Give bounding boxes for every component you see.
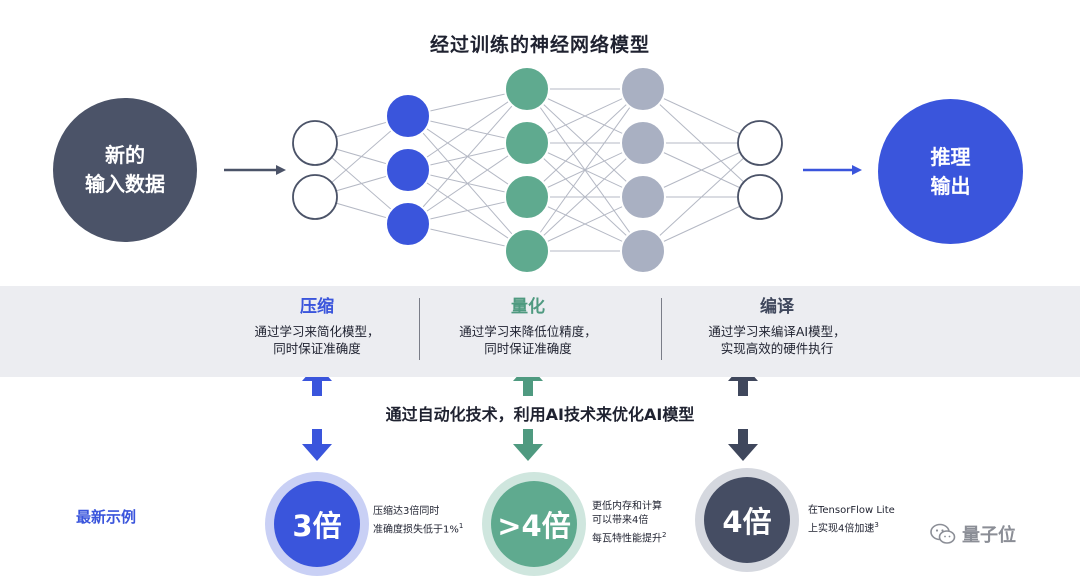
result-compile-value: 4倍 — [704, 477, 790, 563]
output-arrow — [803, 165, 862, 175]
result-compile-ring: 4倍 — [695, 468, 799, 572]
network-node-layer-3 — [504, 66, 550, 112]
result-compress-desc-line1: 压缩达3倍同时 — [373, 506, 440, 517]
network-node-layer-1 — [292, 174, 338, 220]
network-edge — [526, 88, 644, 252]
diagram-title: 经过训练的神经网络模型 — [429, 34, 650, 56]
stage-quantize-title: 量化 — [511, 297, 545, 317]
stage-divider-2 — [661, 298, 662, 360]
result-quantize-desc-line1: 更低内存和计算 — [592, 501, 662, 512]
stage-up-arrows — [302, 364, 758, 396]
result-compile-desc: 在TensorFlow Lite 上实现4倍加速3 — [808, 504, 895, 536]
network-node-layer-5 — [737, 120, 783, 166]
inference-output-circle: 推理 输出 — [878, 99, 1023, 244]
input-label-line2: 输入数据 — [85, 172, 165, 196]
input-arrow — [224, 165, 286, 175]
network-edge — [407, 88, 528, 171]
output-label-line1: 推理 — [930, 144, 971, 169]
automation-caption: 通过自动化技术，利用AI技术来优化AI模型 — [385, 405, 695, 424]
stage-compile-title: 编译 — [760, 297, 794, 317]
stage-down-arrows — [302, 429, 758, 461]
stage-compress: 压缩 通过学习来简化模型， 同时保证准确度 — [192, 292, 442, 357]
network-node-layer-3 — [504, 120, 550, 166]
examples-label: 最新示例 — [76, 508, 137, 526]
stage-compress-desc-line2: 同时保证准确度 — [273, 341, 361, 356]
result-quantize-desc: 更低内存和计算 可以带来4倍 每瓦特性能提升2 — [592, 500, 666, 546]
stage-compress-desc-line1: 通过学习来简化模型， — [254, 324, 380, 339]
network-node-layer-5 — [737, 174, 783, 220]
network-node-layer-4 — [620, 120, 666, 166]
result-compile-desc-line1: 在TensorFlow Lite — [808, 505, 895, 516]
stage-compile-desc-line2: 实现高效的硬件执行 — [720, 341, 834, 356]
stage-compile: 编译 通过学习来编译AI模型， 实现高效的硬件执行 — [652, 292, 902, 357]
network-node-layer-3 — [504, 228, 550, 274]
network-edge — [407, 142, 528, 225]
stage-compile-desc-line1: 通过学习来编译AI模型， — [708, 324, 846, 339]
compile-down-arrow — [728, 429, 758, 461]
result-quantize-footnote: 2 — [662, 531, 667, 539]
result-quantize-value: >4倍 — [491, 481, 577, 567]
result-compress-footnote: 1 — [458, 522, 464, 530]
network-node-layer-1 — [292, 120, 338, 166]
network-node-layer-3 — [504, 174, 550, 220]
optimization-band — [0, 286, 1080, 377]
result-compress-value: 3倍 — [274, 481, 360, 567]
stage-quantize-desc-line1: 通过学习来降低位精度， — [459, 324, 597, 339]
result-compile-footnote: 3 — [874, 521, 879, 529]
stage-quantize-desc-line2: 同时保证准确度 — [484, 341, 572, 356]
watermark: 量子位 — [930, 521, 1016, 547]
network-edge — [526, 142, 644, 252]
output-label-line2: 输出 — [930, 173, 971, 198]
network-node-layer-2 — [385, 93, 431, 139]
compress-down-arrow — [302, 429, 332, 461]
quantize-up-arrow — [513, 364, 543, 396]
result-quantize-desc-line3: 每瓦特性能提升 — [592, 533, 662, 545]
quantize-down-arrow — [513, 429, 543, 461]
stage-compress-title: 压缩 — [300, 297, 334, 317]
wechat-icon — [930, 523, 956, 544]
input-data-circle: 新的 输入数据 — [53, 98, 197, 242]
network-node-layer-4 — [620, 174, 666, 220]
network-node-layer-4 — [620, 66, 666, 112]
result-quantize-ring: >4倍 — [482, 472, 586, 576]
watermark-text: 量子位 — [962, 525, 1016, 546]
input-label-line1: 新的 — [105, 143, 145, 167]
flow-arrows — [224, 165, 862, 461]
network-nodes — [292, 66, 783, 274]
network-node-layer-2 — [385, 201, 431, 247]
stage-divider-1 — [419, 298, 420, 360]
network-node-layer-4 — [620, 228, 666, 274]
network-node-layer-2 — [385, 147, 431, 193]
result-quantize-desc-line2: 可以带来4倍 — [592, 515, 649, 526]
network-edges — [314, 88, 761, 252]
network-edge — [526, 88, 644, 198]
network-edge — [642, 142, 761, 252]
stage-quantize: 量化 通过学习来降低位精度， 同时保证准确度 — [403, 292, 653, 357]
network-edge — [407, 88, 528, 225]
result-compress-desc-line2: 准确度损失低于1% — [373, 524, 459, 536]
result-compress-desc: 压缩达3倍同时 准确度损失低于1%1 — [373, 505, 463, 537]
compress-up-arrow — [302, 364, 332, 396]
result-compress-ring: 3倍 — [265, 472, 369, 576]
result-compile-desc-line2: 上实现4倍加速 — [808, 523, 875, 535]
compile-up-arrow — [728, 364, 758, 396]
